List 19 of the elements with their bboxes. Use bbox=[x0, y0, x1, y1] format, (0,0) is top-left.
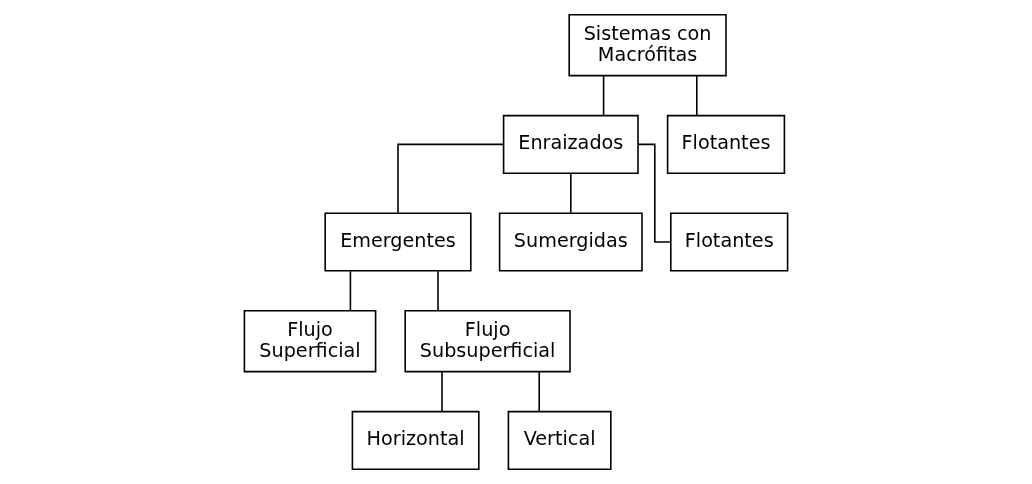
connector bbox=[637, 143, 672, 243]
connector bbox=[397, 143, 505, 214]
node-box: Flotantes bbox=[666, 114, 786, 174]
node-box: Sumergidas bbox=[498, 212, 643, 272]
node-box: Flujo Subsuperficial bbox=[404, 310, 571, 373]
node-box: Emergentes bbox=[324, 212, 472, 272]
connector bbox=[538, 371, 540, 413]
connector bbox=[349, 270, 352, 312]
node-box: Enraizados bbox=[502, 114, 639, 174]
connector bbox=[437, 270, 439, 312]
connector bbox=[570, 172, 572, 214]
connector bbox=[441, 371, 443, 413]
connector bbox=[696, 75, 698, 117]
connector bbox=[602, 75, 605, 117]
node-box: Sistemas con Macrófitas bbox=[568, 14, 727, 77]
node-box: Vertical bbox=[507, 410, 612, 470]
node-box: Horizontal bbox=[351, 410, 480, 470]
node-box: Flujo Superficial bbox=[243, 310, 377, 373]
node-box: Flotantes bbox=[670, 212, 789, 272]
